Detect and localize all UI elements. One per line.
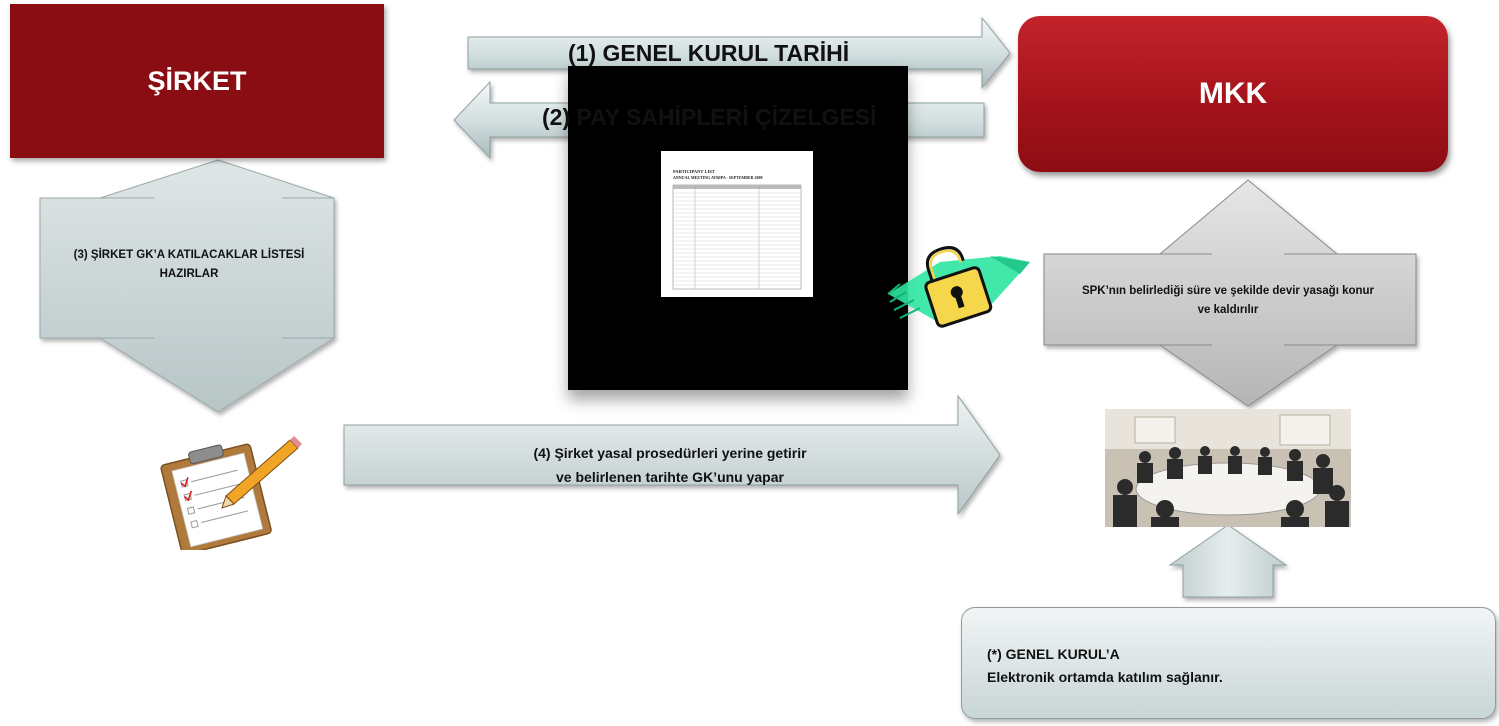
step3-label-line1: (3) ŞİRKET GK’A KATILACAKLAR LİSTESİ bbox=[73, 249, 305, 261]
note-line2: Elektronik ortamda katılım sağlanır. bbox=[987, 669, 1223, 685]
step2-label: (2) PAY SAHİPLERİ ÇİZELGESİ bbox=[542, 104, 877, 130]
spk-label-line1: SPK’nın belirlediği süre ve şekilde devi… bbox=[1081, 285, 1375, 297]
arrow-spk bbox=[1043, 179, 1417, 407]
sirket-box: ŞİRKET bbox=[10, 4, 384, 158]
participant-list-document: PARTICIPANT LIST ANNUAL MEETING AVRIPA -… bbox=[661, 151, 813, 297]
meeting-photo-image bbox=[1105, 409, 1351, 527]
arrow-step3-shape bbox=[39, 159, 336, 413]
mkk-label: MKK bbox=[1198, 77, 1268, 110]
meeting-photo bbox=[1105, 409, 1351, 527]
step3-label-line2: HAZIRLAR bbox=[159, 268, 219, 280]
step1-label: (1) GENEL KURUL TARİHİ bbox=[568, 40, 850, 66]
step3-label: (3) ŞİRKET GK’A KATILACAKLAR LİSTESİ HAZ… bbox=[48, 246, 330, 284]
arrow-step1 bbox=[467, 16, 1011, 90]
pencil-icon bbox=[221, 436, 302, 509]
step4-label: (4) Şirket yasal prosedürleri yerine get… bbox=[420, 441, 920, 489]
clipboard-checklist-icon bbox=[160, 436, 302, 550]
document-table bbox=[672, 184, 802, 290]
sirket-label: ŞİRKET bbox=[147, 65, 247, 96]
spk-label-line2: ve kaldırılır bbox=[1197, 304, 1259, 316]
note-box bbox=[961, 607, 1496, 719]
step4-label-line1: (4) Şirket yasal prosedürleri yerine get… bbox=[533, 445, 807, 461]
arrow-up-note bbox=[1168, 524, 1288, 598]
step4-label-line2: ve belirlenen tarihte GK’unu yapar bbox=[556, 469, 784, 485]
note-line1: (*) GENEL KURUL’A bbox=[987, 646, 1120, 662]
document-title: PARTICIPANT LIST bbox=[673, 169, 715, 174]
spk-label: SPK’nın belirlediği süre ve şekilde devi… bbox=[1044, 282, 1412, 320]
document-subtitle: ANNUAL MEETING AVRIPA - SEPTEMBER 2008 bbox=[673, 175, 763, 180]
mkk-box: MKK bbox=[1018, 16, 1448, 172]
arrow-step4 bbox=[343, 394, 1001, 516]
padlock-icon bbox=[887, 246, 1030, 328]
